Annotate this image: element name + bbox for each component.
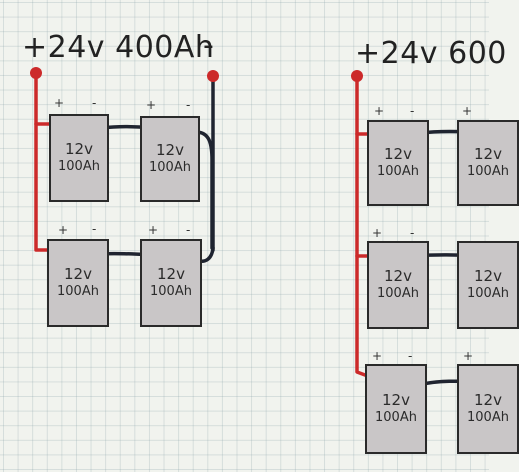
battery: 12v 100Ah	[140, 239, 202, 327]
battery-capacity: 100Ah	[467, 164, 509, 179]
battery: 12v 100Ah	[47, 239, 109, 327]
battery: 12v 100Ah	[365, 364, 427, 454]
right-positive-node	[351, 70, 363, 82]
battery-voltage: 12v	[474, 267, 502, 285]
terminal-minus-sign: -	[92, 96, 97, 110]
terminal-plus-sign: +	[58, 223, 69, 237]
battery-capacity: 100Ah	[377, 286, 419, 301]
terminal-plus-sign: +	[463, 349, 474, 363]
battery: 12v 100Ah	[457, 120, 519, 206]
right-diagram-title: +24v 600	[355, 36, 507, 71]
left-positive-node	[30, 67, 42, 79]
battery: 12v 100Ah	[140, 116, 200, 202]
battery-voltage: 12v	[384, 267, 412, 285]
terminal-minus-sign: -	[186, 223, 191, 237]
terminal-plus-sign: +	[148, 223, 159, 237]
battery-capacity: 100Ah	[57, 284, 99, 299]
battery-voltage: 12v	[156, 141, 184, 159]
terminal-minus-sign: -	[410, 226, 415, 240]
battery: 12v 100Ah	[457, 241, 519, 329]
terminal-plus-sign: +	[54, 96, 65, 110]
left-diagram-title: +24v 400Ah	[22, 30, 215, 65]
terminal-plus-sign: +	[374, 104, 385, 118]
terminal-plus-sign: +	[372, 226, 383, 240]
battery: 12v 100Ah	[367, 241, 429, 329]
terminal-plus-sign: +	[146, 98, 157, 112]
battery-voltage: 12v	[65, 140, 93, 158]
left-negative-label: -	[203, 28, 214, 63]
terminal-minus-sign: -	[186, 98, 191, 112]
battery-voltage: 12v	[384, 145, 412, 163]
battery-capacity: 100Ah	[149, 160, 191, 175]
battery-capacity: 100Ah	[375, 410, 417, 425]
terminal-minus-sign: -	[92, 222, 97, 236]
terminal-plus-sign: +	[462, 104, 473, 118]
battery-voltage: 12v	[382, 391, 410, 409]
battery-capacity: 100Ah	[150, 284, 192, 299]
terminal-plus-sign: +	[372, 349, 383, 363]
battery: 12v 100Ah	[457, 364, 519, 454]
battery-capacity: 100Ah	[377, 164, 419, 179]
battery-capacity: 100Ah	[467, 410, 509, 425]
terminal-minus-sign: -	[410, 104, 415, 118]
battery: 12v 100Ah	[367, 120, 429, 206]
battery: 12v 100Ah	[49, 114, 109, 202]
left-negative-node	[207, 70, 219, 82]
battery-voltage: 12v	[474, 391, 502, 409]
battery-capacity: 100Ah	[467, 286, 509, 301]
battery-voltage: 12v	[474, 145, 502, 163]
terminal-minus-sign: -	[408, 349, 413, 363]
battery-voltage: 12v	[157, 265, 185, 283]
battery-capacity: 100Ah	[58, 159, 100, 174]
battery-voltage: 12v	[64, 265, 92, 283]
